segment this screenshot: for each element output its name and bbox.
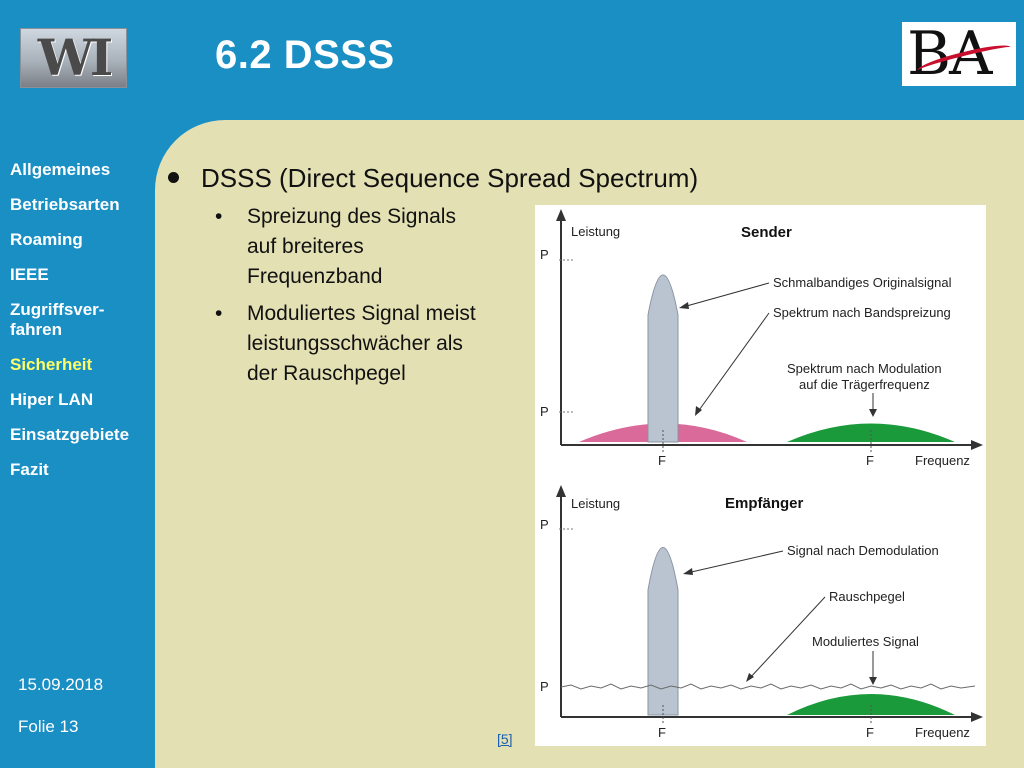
nav-item-zugriffsverfahren[interactable]: Zugriffsver- fahren xyxy=(10,300,105,339)
receiver-y-axis-label: Leistung xyxy=(571,496,620,511)
header-band xyxy=(0,0,1024,120)
bullet-icon: • xyxy=(215,302,223,325)
nav-item-einsatzgebiete[interactable]: Einsatzgebiete xyxy=(10,425,130,444)
receiver-heading: Empfänger xyxy=(725,495,804,512)
nav-item-ieee[interactable]: IEEE xyxy=(10,265,49,284)
receiver-p-label: P xyxy=(540,517,549,532)
receiver-x-axis-label: Frequenz xyxy=(915,725,970,740)
wi-logo-text: WI xyxy=(37,28,114,87)
footer-slide-number: Folie 13 xyxy=(18,717,79,736)
sender-pointer-modulation-arrow-icon xyxy=(869,409,877,417)
nav-item-sicherheit[interactable]: Sicherheit xyxy=(10,355,93,374)
sender-f1-label: F xyxy=(658,453,666,468)
dsss-spectrum-diagram: P P Leistung Sender F F Frequenz Schmalb… xyxy=(535,205,986,746)
main-bullet-text: DSSS (Direct Sequence Spread Spectrum) xyxy=(201,163,699,193)
receiver-pointer-noise xyxy=(748,596,826,680)
sender-heading: Sender xyxy=(741,224,792,241)
receiver-p-low-label: P xyxy=(540,679,549,694)
receiver-demodulated-signal xyxy=(647,547,679,716)
sender-x-axis-label: Frequenz xyxy=(915,453,970,468)
receiver-label-modulated: Moduliertes Signal xyxy=(812,634,919,649)
sender-y-axis-label: Leistung xyxy=(571,224,620,239)
sender-p-label: P xyxy=(540,247,549,262)
main-bullet: DSSS (Direct Sequence Spread Spectrum) xyxy=(168,163,698,194)
sender-pointer-original xyxy=(682,282,770,308)
sender-label-modulation: Spektrum nach Modulation xyxy=(787,361,942,376)
receiver-y-arrow-icon xyxy=(556,485,566,497)
ba-logo-text: BA xyxy=(907,19,992,89)
sub-bullet-2: • Moduliertes Signal meist leistungsschw… xyxy=(215,299,535,389)
footer-date: 15.09.2018 xyxy=(18,675,104,694)
receiver-f1-label: F xyxy=(658,725,666,740)
nav-item-fazit[interactable]: Fazit xyxy=(10,460,49,479)
nav-item-allgemeines[interactable]: Allgemeines xyxy=(10,160,111,179)
sender-narrow-signal xyxy=(647,274,679,443)
nav-item-hiper-lan[interactable]: Hiper LAN xyxy=(10,390,94,409)
ba-logo: BA xyxy=(902,22,1016,86)
receiver-modulated-signal xyxy=(787,694,955,715)
page-title: 6.2 DSSS xyxy=(215,33,395,77)
sender-p-low-label: P xyxy=(540,404,549,419)
sender-label-spread: Spektrum nach Bandspreizung xyxy=(773,305,951,320)
receiver-f2-label: F xyxy=(866,725,874,740)
sender-label-original: Schmalbandiges Originalsignal xyxy=(773,275,952,290)
sender-x-arrow-icon xyxy=(971,440,983,450)
receiver-pointer-noise-arrow-icon xyxy=(746,673,754,682)
bullet-icon: • xyxy=(215,205,223,228)
nav-item-roaming[interactable]: Roaming xyxy=(10,230,83,249)
sidebar-nav: Allgemeines Betriebsarten Roaming IEEE Z… xyxy=(10,160,155,495)
receiver-pointer-modulated-arrow-icon xyxy=(869,677,877,685)
sender-pointer-spread-arrow-icon xyxy=(695,406,702,416)
sidebar-band xyxy=(0,0,155,768)
sender-f2-label: F xyxy=(866,453,874,468)
sender-y-arrow-icon xyxy=(556,209,566,221)
receiver-pointer-demodulation xyxy=(686,550,784,574)
sub-bullet-2-text: Moduliertes Signal meist leistungsschwäc… xyxy=(247,302,476,385)
wi-logo: WI xyxy=(20,28,127,88)
nav-item-betriebsarten[interactable]: Betriebsarten xyxy=(10,195,120,214)
receiver-x-arrow-icon xyxy=(971,712,983,722)
receiver-label-demodulation: Signal nach Demodulation xyxy=(787,543,939,558)
reference-link[interactable]: [5] xyxy=(497,731,513,747)
sub-bullet-1-text: Spreizung des Signals auf breiteres Freq… xyxy=(247,205,456,288)
sender-pointer-original-arrow-icon xyxy=(679,302,689,309)
receiver-noise-level xyxy=(560,683,976,690)
bullet-dot-icon xyxy=(168,171,179,183)
receiver-label-noise: Rauschpegel xyxy=(829,589,905,604)
sender-modulated-spectrum xyxy=(787,423,955,442)
receiver-pointer-demodulation-arrow-icon xyxy=(683,568,693,575)
sender-pointer-spread xyxy=(696,312,770,414)
sub-bullet-1: • Spreizung des Signals auf breiteres Fr… xyxy=(215,202,535,292)
sender-label-carrier: auf die Trägerfrequenz xyxy=(799,377,930,392)
